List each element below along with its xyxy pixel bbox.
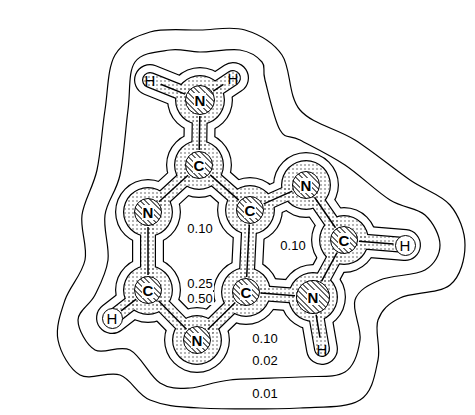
atom-symbol: H: [107, 311, 118, 326]
atom-symbol: N: [300, 178, 313, 193]
atom-circle: N: [134, 198, 162, 226]
bond-line: [161, 84, 185, 94]
hydrogen-label: H: [223, 68, 244, 89]
atom-circle: N: [183, 326, 211, 354]
stippled-region: [112, 78, 405, 349]
bond-line: [247, 225, 250, 277]
atom-symbol: N: [307, 290, 320, 305]
contour-value: 0.02: [251, 354, 278, 367]
hydrogen-circle: H: [102, 308, 123, 329]
bond-line: [208, 303, 236, 330]
bond-line: [198, 116, 200, 150]
atom-symbol: N: [142, 205, 155, 220]
atom-circle: N: [296, 280, 330, 314]
bond-line: [315, 197, 336, 227]
atom-symbol: H: [317, 342, 328, 357]
atom-circle: N: [292, 171, 320, 199]
hydrogen-circle: H: [395, 235, 416, 256]
atom-symbol: N: [194, 93, 207, 108]
contour-line: [57, 28, 465, 409]
atom-circle: C: [330, 226, 358, 254]
atom-symbol: C: [244, 203, 257, 218]
atom-circle: C: [185, 151, 213, 179]
bond-line: [316, 315, 320, 338]
contour-value: 0.25: [186, 277, 213, 290]
bond-line: [264, 191, 293, 204]
atom-circle: C: [134, 276, 162, 304]
atom-circle: C: [232, 278, 260, 306]
atom-symbol: C: [193, 158, 206, 173]
atom-circle: C: [236, 196, 264, 224]
bond-line: [213, 84, 223, 91]
bond-line: [121, 299, 136, 311]
atom-symbol: H: [228, 71, 239, 86]
contour-value: 0.01: [251, 387, 278, 400]
bond-line: [147, 227, 149, 275]
contour-value: 0.50: [186, 292, 213, 305]
contour-value: 0.10: [186, 222, 213, 235]
atom-symbol: C: [240, 285, 253, 300]
bond-line: [322, 253, 337, 281]
bond-line: [159, 175, 188, 202]
atom-symbol: H: [145, 73, 156, 88]
contour-line: [78, 50, 440, 389]
atom-symbol: C: [338, 233, 351, 248]
atom-symbol: C: [142, 283, 155, 298]
bond-line: [159, 301, 187, 330]
atom-circle: N: [185, 85, 215, 115]
contour-value: 0.10: [279, 239, 306, 252]
hydrogen-label: H: [140, 70, 161, 91]
bond-line: [359, 241, 394, 244]
contour-value: 0.10: [251, 332, 278, 345]
atom-symbol: N: [191, 333, 204, 348]
contour-line: [112, 78, 405, 349]
bond-line: [210, 175, 239, 200]
bond-line: [261, 293, 295, 296]
atom-symbol: H: [400, 238, 411, 253]
hydrogen-label: H: [312, 339, 333, 360]
